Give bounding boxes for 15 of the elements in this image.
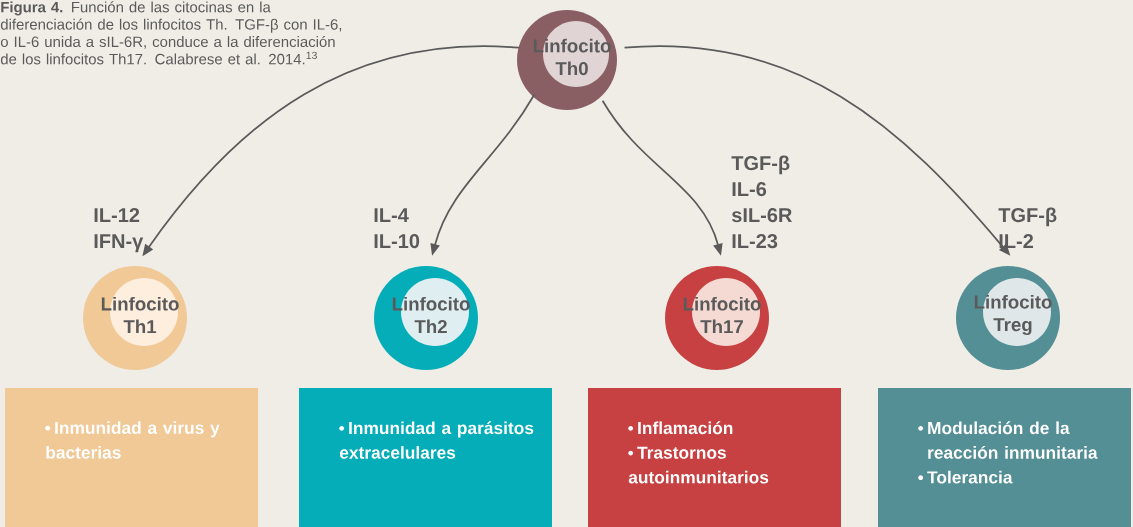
cytokine-label: IL-10 [374,234,420,249]
cytokine-label: sIL-6R [732,208,792,223]
outcome-box: Inmunidad a parásitos extracelulares [299,388,552,527]
outcome-box: Inmunidad a virus y bacterias [5,388,258,527]
caption: Figura 4. Función de las citocinas en la diferenciación de los linfocitos Th. TGF-β con IL-6, o IL-6 unida a sIL-6R, conduce a la diferenciación de los linfocitos Th17. Calabrese et al. 2014.$^{13}$ [0,1,342,65]
outcome-box: Modulación de la reacción inmunitaria Tolerancia [878,388,1131,527]
cytokine-label: IL-23 [732,234,778,249]
outcome-box: Inflamación Trastornos autoinmunitarios [588,388,841,527]
cytokine-label: IL-2 [999,234,1033,248]
cytokine-label: IL-4 [374,208,409,222]
cytokine-label: TGF-β [998,207,1057,227]
cytokine-label: TGF-β [731,155,790,175]
cytokine-label: IFN-γ [94,234,144,253]
cytokine-label: IL-12 [94,208,140,222]
cytokine-label: IL-6 [732,182,767,197]
